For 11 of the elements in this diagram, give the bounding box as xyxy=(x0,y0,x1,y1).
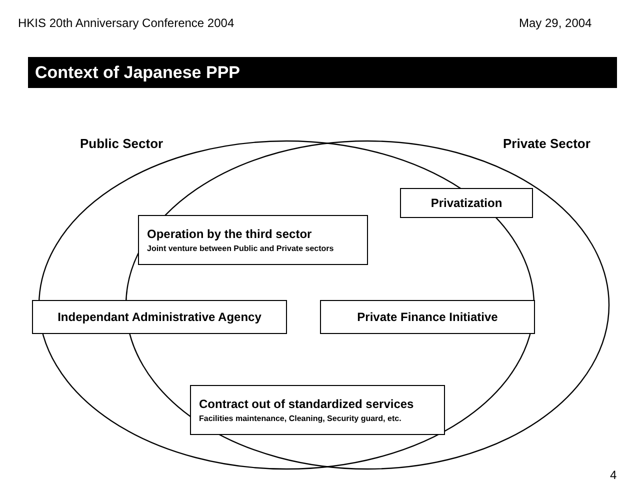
text-box: Privatization xyxy=(400,188,533,218)
date-text: May 29, 2004 xyxy=(519,16,592,30)
box-note: Facilities maintenance, Cleaning, Security guard, etc. xyxy=(199,414,402,423)
sector-heading: Private Sector xyxy=(503,136,590,151)
sector-heading: Public Sector xyxy=(80,136,164,151)
header-text: HKIS 20th Anniversary Conference 2004 xyxy=(18,16,234,30)
box-note: Joint venture between Public and Private sectors xyxy=(147,244,335,253)
box-heading: Contract out of standardized services xyxy=(199,397,415,411)
title-bar: Context of Japanese PPP xyxy=(28,57,617,88)
page-number: 4 xyxy=(610,468,617,482)
box-heading: Operation by the third sector xyxy=(147,227,313,241)
